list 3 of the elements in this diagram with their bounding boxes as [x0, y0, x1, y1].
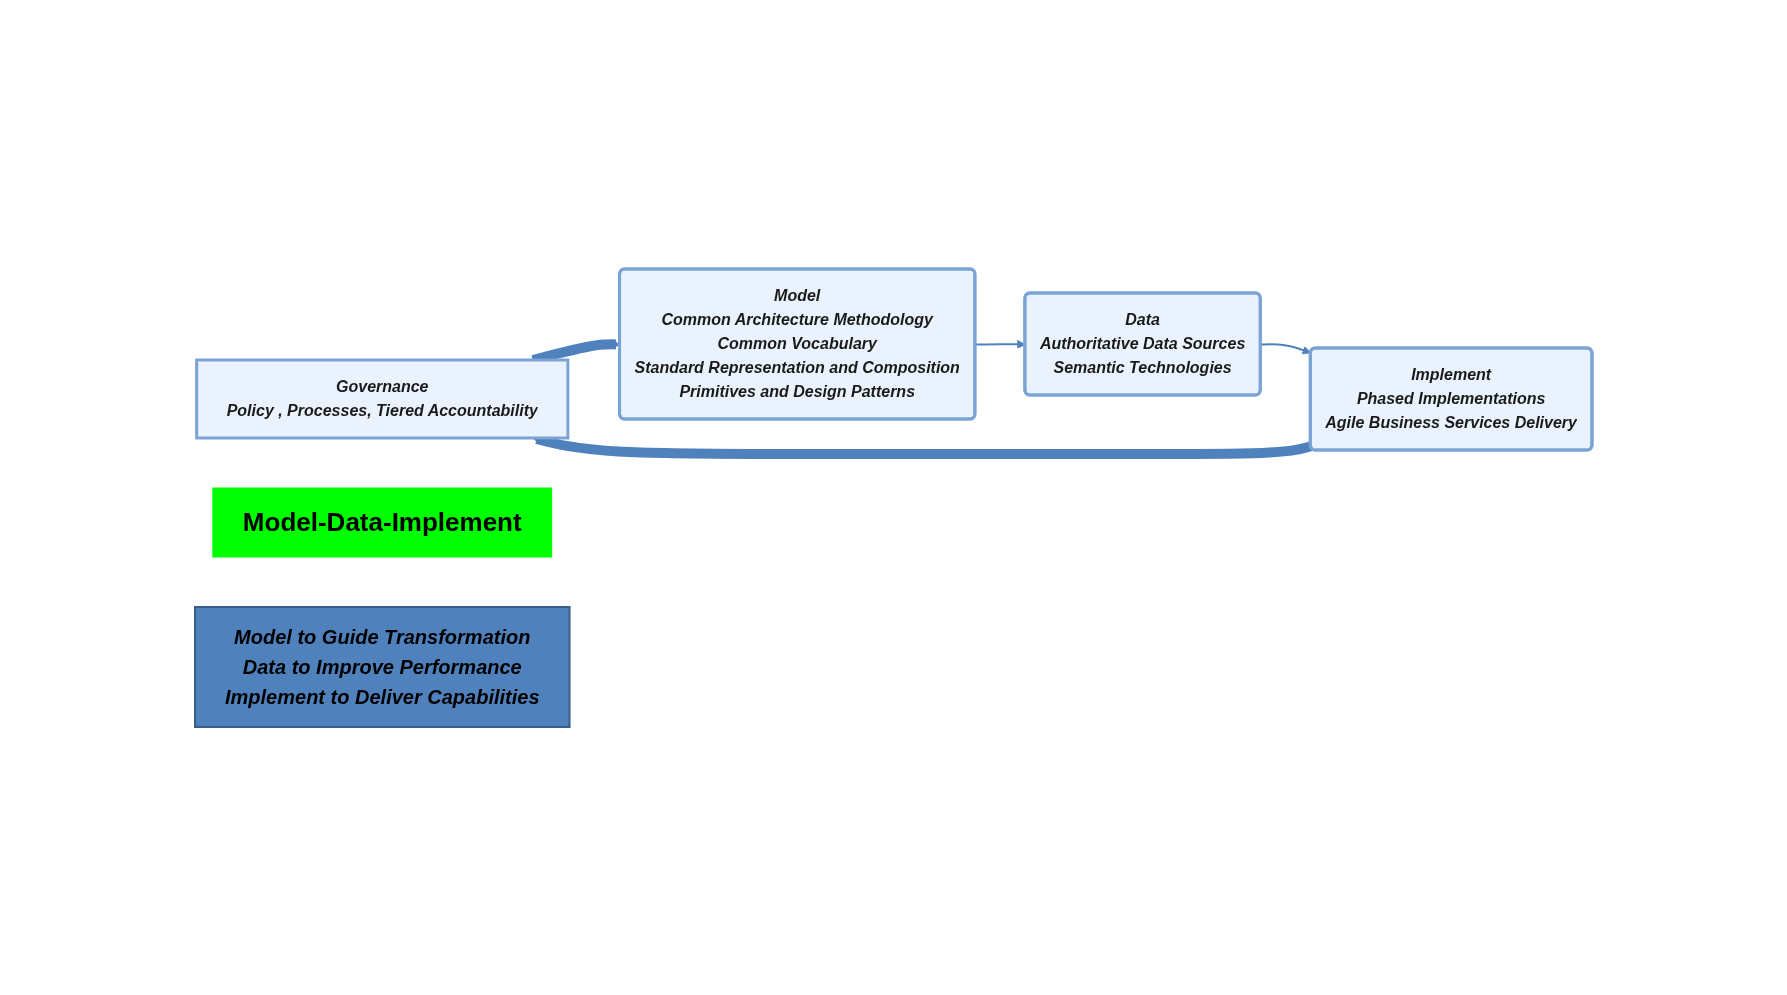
node-box: Model-Data-Implement — [212, 487, 553, 557]
node-box: Governance Policy , Processes, Tiered Accountability — [195, 358, 570, 439]
node-box: Model to Guide Transformation Data to Improve Performance Implement to Deliver Capabilities — [194, 605, 571, 728]
